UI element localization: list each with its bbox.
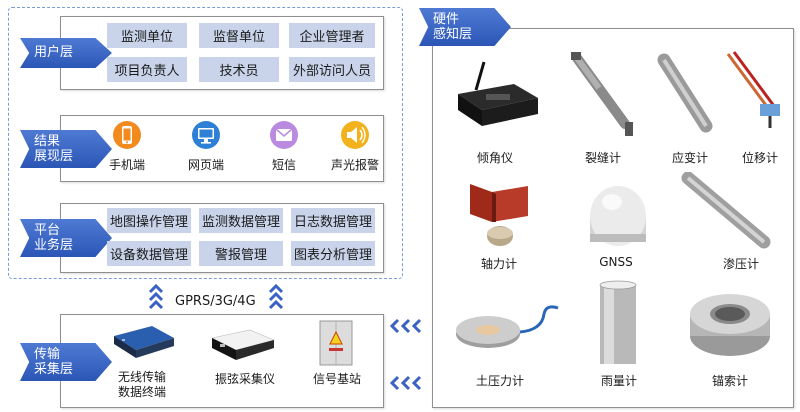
- up-arrows-right: [268, 283, 284, 310]
- platform-cell: 设备数据管理: [107, 241, 191, 266]
- user-cell: 项目负责人: [107, 57, 187, 82]
- earth-pressure-cell-icon: [456, 305, 559, 348]
- user-cell: 监测单位: [107, 23, 187, 48]
- crack-meter-icon: [571, 52, 633, 136]
- hardware-layer-title: 硬件感知层: [419, 8, 511, 46]
- piezometer-icon: [681, 172, 771, 249]
- platform-cell: 地图操作管理: [107, 208, 191, 233]
- anchor-cable-meter-icon: [690, 294, 770, 356]
- user-cell: 外部访问人员: [289, 57, 375, 82]
- wireless-terminal-icon: [114, 326, 174, 358]
- device-label: 信号基站: [312, 372, 362, 386]
- result-item-label: 网页端: [187, 158, 225, 172]
- transport-layer-title: 传输采集层: [20, 343, 112, 381]
- sensor-label: 雨量计: [600, 374, 638, 388]
- strain-gauge-icon: [657, 53, 713, 133]
- rain-gauge-icon: [599, 280, 637, 364]
- alarm-speaker-icon: [341, 121, 369, 149]
- monitor-icon: [192, 121, 220, 149]
- base-station-cabinet-icon: [319, 320, 353, 366]
- sensor-label: 位移计: [741, 151, 779, 165]
- platform-cell: 监测数据管理: [199, 208, 283, 233]
- result-item-label: 手机端: [108, 158, 146, 172]
- phone-icon: [113, 121, 141, 149]
- up-arrows-left: [148, 283, 164, 310]
- sensor-label: 裂缝计: [584, 151, 622, 165]
- left-arrows-lower: [389, 375, 422, 391]
- displacement-meter-icon: [726, 51, 780, 128]
- platform-cell: 警报管理: [199, 241, 283, 266]
- sensor-label: 土压力计: [475, 374, 525, 388]
- device-label: 振弦采集仪: [214, 372, 276, 386]
- result-item-label: 短信: [271, 158, 297, 172]
- collector-icon: [211, 329, 275, 360]
- gnss-receiver-icon: [590, 186, 646, 246]
- user-cell: 监督单位: [199, 23, 279, 48]
- user-cell: 技术员: [199, 57, 279, 82]
- device-label: 无线传输数据终端: [117, 370, 167, 399]
- result-layer-panel: [60, 115, 384, 182]
- result-layer-title: 结果展现层: [20, 130, 112, 168]
- platform-cell: 日志数据管理: [291, 208, 375, 233]
- envelope-icon: [270, 121, 298, 149]
- sensor-label: 锚索计: [711, 374, 749, 388]
- sensor-label: 轴力计: [480, 257, 518, 271]
- sensor-label: 倾角仪: [476, 151, 514, 165]
- user-layer-title: 用户层: [20, 38, 112, 68]
- user-cell: 企业管理者: [289, 23, 375, 48]
- sensor-label: 渗压计: [722, 257, 760, 271]
- sensor-label: GNSS: [599, 255, 633, 269]
- upper-stack-frame: [8, 7, 403, 279]
- left-arrows-upper: [389, 318, 422, 334]
- sensor-label: 应变计: [671, 151, 709, 165]
- platform-layer-title: 平台业务层: [20, 219, 112, 257]
- platform-cell: 图表分析管理: [291, 241, 375, 266]
- gprs-link-label: GPRS/3G/4G: [175, 294, 256, 309]
- result-item-label: 声光报警: [330, 158, 380, 172]
- inclinometer-icon: [458, 61, 538, 126]
- axial-force-meter-icon: [470, 184, 528, 246]
